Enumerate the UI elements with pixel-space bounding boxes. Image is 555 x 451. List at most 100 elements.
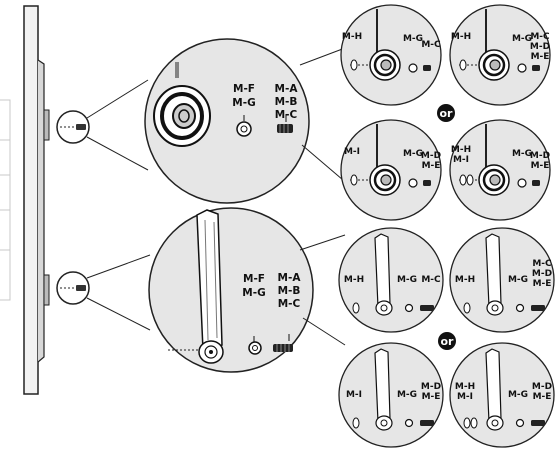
bottom-zoom-washer xyxy=(248,341,262,355)
bottom-panel-left-label-0: M-H xyxy=(455,275,475,285)
screw-icon xyxy=(423,180,431,186)
bottom-panel-mid-label-0: M-G xyxy=(508,390,528,400)
top-panel-right-label-0: M-C xyxy=(530,32,550,42)
bottom-locator xyxy=(56,254,151,331)
bottom-panel-right-label-2: M-E xyxy=(533,279,552,289)
screw-icon xyxy=(532,180,540,186)
bottom-panel-right-label-0: M-D xyxy=(421,382,441,392)
top-fan-line-2 xyxy=(301,144,344,181)
screw-icon xyxy=(420,420,434,426)
bottom-zoom: M-F M-G M-A M-B M-C xyxy=(148,207,346,373)
top-zoom-spacer xyxy=(153,85,211,147)
top-callout-line-a xyxy=(86,79,149,119)
top-or-label: or xyxy=(440,107,454,120)
bottom-fan-line-1 xyxy=(299,234,346,251)
bottom-zoom-label-ma: M-A xyxy=(278,272,302,284)
top-zoom: M-F M-G M-A M-B M-C xyxy=(144,38,346,204)
washer-icon xyxy=(515,303,525,313)
tv-side-view xyxy=(0,5,50,395)
top-panel-mid-label-0: M-G xyxy=(512,149,532,159)
bottom-panel-2: M-H M-G M-CM-DM-E xyxy=(449,227,555,333)
insert-icon xyxy=(459,174,467,186)
screw-icon xyxy=(420,305,434,311)
bottom-zoom-label-mc: M-C xyxy=(278,298,301,310)
bottom-panel-right-label-0: M-D xyxy=(532,382,552,392)
tv-back-panel xyxy=(37,59,45,363)
top-zoom-label-mg: M-G xyxy=(232,97,255,109)
top-locator xyxy=(56,79,149,171)
bottom-panel-circle xyxy=(449,227,555,333)
top-panel-left-label-0: M-I xyxy=(344,147,360,157)
bottom-panel-right-label-1: M-E xyxy=(422,392,441,402)
bottom-panel-left-label-0: M-H xyxy=(344,275,364,285)
tv-mount-point-bottom xyxy=(43,274,50,306)
bracket-icon xyxy=(485,233,502,308)
bottom-zoom-circle xyxy=(148,207,314,373)
top-panel-right-label-0: M-D xyxy=(421,151,441,161)
bottom-panel-right-label-1: M-E xyxy=(533,392,552,402)
washer-icon xyxy=(404,418,414,428)
bottom-panel-circle xyxy=(338,342,444,448)
bottom-panel-mid-label-0: M-G xyxy=(397,390,417,400)
top-or-badge: or xyxy=(437,104,455,122)
insert-icon xyxy=(350,59,358,71)
screw-icon xyxy=(531,305,545,311)
insert-icon xyxy=(463,417,471,429)
top-panel-left-label-1: M-I xyxy=(453,155,469,165)
top-zoom-label-ma: M-A xyxy=(275,83,299,95)
top-panel-right-label-1: M-E xyxy=(531,161,550,171)
washer-icon xyxy=(408,63,418,73)
bottom-panel-1: M-H M-G M-C xyxy=(338,227,444,333)
top-zoom-label-mc: M-C xyxy=(275,109,298,121)
top-fan-line-1 xyxy=(299,47,346,66)
bottom-panel-mid-label-0: M-G xyxy=(508,275,528,285)
insert-icon xyxy=(470,417,478,429)
top-panel-right-label-0: M-D xyxy=(530,151,550,161)
bracket-icon xyxy=(374,348,391,423)
bottom-locator-screw xyxy=(76,285,86,291)
bracket-icon xyxy=(485,348,502,423)
screw-icon xyxy=(532,65,540,71)
insert-icon xyxy=(459,59,467,71)
bottom-or-badge: or xyxy=(438,332,456,350)
tv-front-bezel xyxy=(23,5,39,395)
washer-icon xyxy=(517,63,527,73)
bottom-panel-right-label-0: M-C xyxy=(421,275,441,285)
top-zoom-screw xyxy=(277,124,293,133)
top-panel-left-label-0: M-H xyxy=(451,145,471,155)
washer-icon xyxy=(404,303,414,313)
top-panel-mid-label-0: M-G xyxy=(403,149,423,159)
bottom-panel-left-label-1: M-I xyxy=(457,392,473,402)
top-panel-left-label-0: M-H xyxy=(342,32,362,42)
bottom-or-label: or xyxy=(441,335,455,348)
top-locator-screw xyxy=(76,124,86,130)
tv-stand-sketch xyxy=(0,99,11,301)
bottom-panel-mid-label-0: M-G xyxy=(397,275,417,285)
top-panel-left-label-0: M-H xyxy=(451,32,471,42)
washer-icon xyxy=(515,418,525,428)
washer-icon xyxy=(517,178,527,188)
insert-icon xyxy=(463,302,471,314)
tv-mount-point-top xyxy=(43,109,50,141)
bottom-panel-right-label-1: M-D xyxy=(532,269,552,279)
top-panel-right-label-2: M-E xyxy=(531,52,550,62)
top-panel-mid-label-0: M-G xyxy=(403,34,423,44)
insert-icon xyxy=(352,302,360,314)
bottom-panel-right-label-0: M-C xyxy=(532,259,552,269)
bottom-callout-line-a xyxy=(86,254,151,279)
insert-icon xyxy=(352,417,360,429)
bottom-callout-line-b xyxy=(86,297,151,331)
top-panel-4: M-HM-I M-GM-DM-E xyxy=(449,119,551,221)
top-zoom-label-mb: M-B xyxy=(275,96,298,108)
top-callout-line-b xyxy=(86,136,149,171)
bottom-zoom-label-mg: M-G xyxy=(242,287,265,299)
top-zoom-label-mf: M-F xyxy=(233,83,255,95)
